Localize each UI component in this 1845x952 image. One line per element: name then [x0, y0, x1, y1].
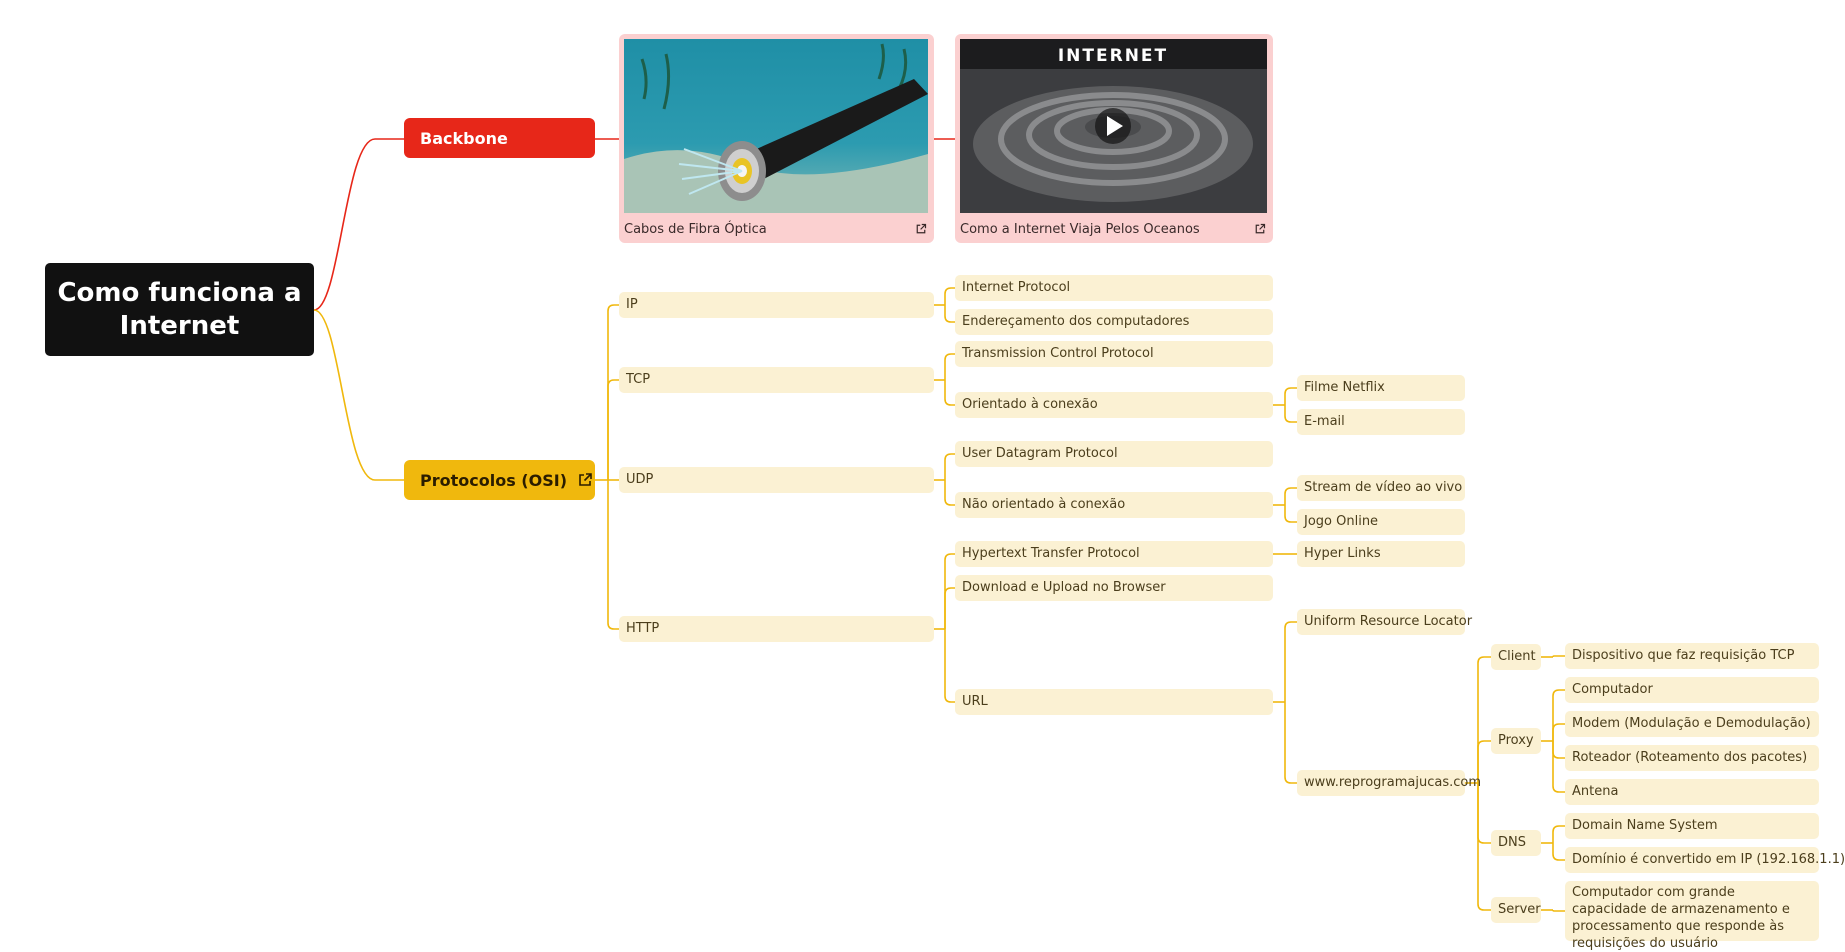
video-overlay-title: INTERNET [1058, 46, 1168, 66]
topic-dispositivo-requisicao[interactable]: Dispositivo que faz requisição TCP [1565, 643, 1819, 669]
connector-proxy-child-2 [1552, 741, 1565, 759]
connector-root-protocols [313, 309, 404, 481]
connector-protocols-child-0 [607, 304, 619, 480]
connector-http-child-0 [944, 553, 955, 629]
connector-tcp-child-1 [944, 380, 955, 406]
topic-server-description[interactable]: Computador com grande capacidade de arma… [1565, 881, 1819, 951]
topic-hypertext-transfer-protocol[interactable]: Hypertext Transfer Protocol [955, 541, 1273, 567]
topic-server[interactable]: Server [1491, 897, 1541, 923]
connector-ip-child-0 [944, 287, 955, 305]
connector-domain-child-2 [1477, 783, 1491, 844]
connector-orientado-child-0 [1284, 387, 1297, 405]
topic-email[interactable]: E-mail [1297, 409, 1465, 435]
topic-modem[interactable]: Modem (Modulação e Demodulação) [1565, 711, 1819, 737]
topic-user-datagram-protocol[interactable]: User Datagram Protocol [955, 441, 1273, 467]
card-video-oceans[interactable]: INTERNET Como a Internet Viaja Pelos Oce… [955, 34, 1273, 243]
card-caption: Cabos de Fibra Óptica [624, 222, 767, 237]
connector-udp-child-1 [944, 480, 955, 506]
connector-nao-orientado-child-1 [1284, 505, 1297, 523]
topic-ip[interactable]: IP [619, 292, 934, 318]
topic-dominio-convertido[interactable]: Domínio é convertido em IP (192.168.1.1) [1565, 847, 1845, 873]
topic-jogo-online[interactable]: Jogo Online [1297, 509, 1465, 535]
connector-dns-child-0 [1552, 825, 1565, 843]
topic-enderecamento[interactable]: Endereçamento dos computadores [955, 309, 1273, 335]
connector-udp-child-0 [944, 453, 955, 480]
connector-ip-child-1 [944, 305, 955, 323]
branch-protocols-label: Protocolos (OSI) [420, 470, 567, 490]
topic-client[interactable]: Client [1491, 644, 1541, 670]
connector-domain-child-3 [1477, 783, 1491, 911]
connector-proxy-child-3 [1552, 741, 1565, 793]
branch-protocols[interactable]: Protocolos (OSI) [404, 460, 595, 500]
topic-stream-video[interactable]: Stream de vídeo ao vivo [1297, 475, 1465, 501]
external-link-icon[interactable] [577, 472, 593, 488]
external-link-icon[interactable] [1254, 223, 1266, 235]
connector-client-child-0 [1552, 655, 1565, 658]
video-thumbnail: INTERNET [960, 39, 1267, 213]
topic-computador[interactable]: Computador [1565, 677, 1819, 703]
connector-root-backbone [313, 138, 404, 311]
card-caption: Como a Internet Viaja Pelos Oceanos [960, 222, 1200, 237]
branch-backbone[interactable]: Backbone [404, 118, 595, 158]
topic-antena[interactable]: Antena [1565, 779, 1819, 805]
connector-proxy-child-0 [1552, 689, 1565, 741]
topic-download-upload[interactable]: Download e Upload no Browser [955, 575, 1273, 601]
root-topic[interactable]: Como funciona a Internet [45, 263, 314, 356]
topic-http[interactable]: HTTP [619, 616, 934, 642]
topic-tcp[interactable]: TCP [619, 367, 934, 393]
connector-url-child-0 [1284, 621, 1297, 702]
connector-orientado-child-1 [1284, 405, 1297, 423]
connector-dns-child-1 [1552, 843, 1565, 861]
topic-roteador[interactable]: Roteador (Roteamento dos pacotes) [1565, 745, 1819, 771]
card-fiber-cables[interactable]: Cabos de Fibra Óptica [619, 34, 934, 243]
connector-nao-orientado-child-0 [1284, 487, 1297, 505]
topic-proxy[interactable]: Proxy [1491, 728, 1541, 754]
branch-backbone-label: Backbone [420, 128, 508, 148]
connector-http-child-2 [944, 629, 955, 703]
topic-filme-netflix[interactable]: Filme Netflix [1297, 375, 1465, 401]
topic-nao-orientado-conexao[interactable]: Não orientado à conexão [955, 492, 1273, 518]
connector-domain-child-0 [1477, 656, 1491, 783]
connector-server-child-0 [1552, 909, 1565, 912]
topic-dns[interactable]: DNS [1491, 830, 1541, 856]
topic-transmission-control-protocol[interactable]: Transmission Control Protocol [955, 341, 1273, 367]
topic-hyper-links[interactable]: Hyper Links [1297, 541, 1465, 567]
connector-tcp-child-0 [944, 353, 955, 380]
fiber-cable-image [624, 39, 928, 213]
connector-http-child-1 [944, 587, 955, 629]
topic-udp[interactable]: UDP [619, 467, 934, 493]
topic-orientado-conexao[interactable]: Orientado à conexão [955, 392, 1273, 418]
topic-url[interactable]: URL [955, 689, 1273, 715]
connector-proxy-child-1 [1552, 723, 1565, 741]
topic-domain-url[interactable]: www.reprogramajucas.com [1297, 770, 1481, 796]
connector-protocols-child-1 [607, 379, 619, 480]
topic-uniform-resource-locator[interactable]: Uniform Resource Locator [1297, 609, 1472, 635]
connector-protocols-child-3 [607, 480, 619, 630]
connector-url-child-1 [1284, 702, 1297, 784]
topic-domain-name-system[interactable]: Domain Name System [1565, 813, 1819, 839]
external-link-icon[interactable] [915, 223, 927, 235]
play-icon [1107, 116, 1123, 136]
root-title: Como funciona a Internet [57, 277, 302, 341]
topic-internet-protocol[interactable]: Internet Protocol [955, 275, 1273, 301]
